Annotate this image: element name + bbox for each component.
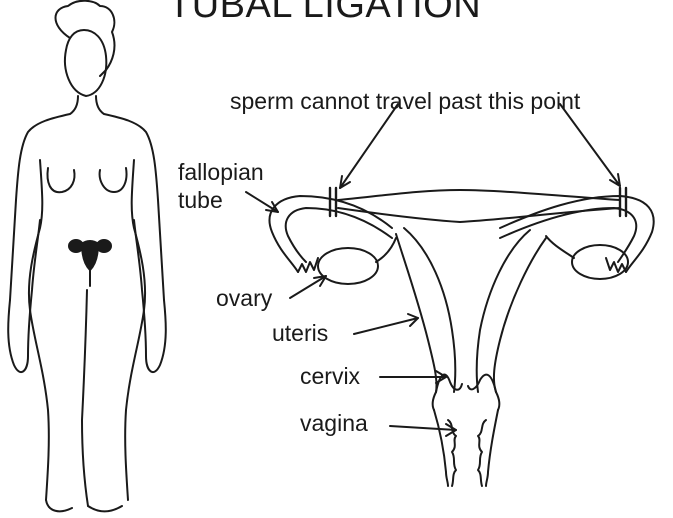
arrow-ovary (290, 276, 326, 298)
left-fimbriae (298, 258, 318, 272)
vagina-right-wall (486, 410, 498, 486)
uterus-outer-right (494, 238, 546, 392)
figure-leg-inner (82, 290, 88, 506)
cervix-lips (433, 392, 500, 410)
right-ovary-ligament (546, 236, 574, 258)
body-outline-figure (8, 1, 166, 512)
figure-neck-left (10, 96, 78, 300)
uterus-cavity (404, 228, 530, 392)
uterus-fundus (338, 190, 620, 200)
figure-torso-right (125, 160, 145, 500)
arrow-sperm-left (340, 104, 398, 188)
sperm-note-label: sperm cannot travel past this point (230, 88, 580, 115)
figure-breast-left (48, 168, 75, 192)
right-fimbriae (606, 258, 626, 272)
figure-ovary-left (69, 240, 83, 252)
figure-head (65, 30, 106, 96)
uterus-label: uteris (272, 320, 328, 347)
uterus-outer-left (396, 234, 437, 392)
cervix-label: cervix (300, 363, 360, 390)
left-ovary-ligament (376, 238, 396, 262)
figure-feet (46, 500, 122, 511)
right-fallopian-tube (500, 196, 654, 272)
arrow-fallopian-head (266, 202, 278, 212)
figure-ovary-right (97, 240, 111, 252)
figure-uterus-mini (82, 241, 98, 270)
figure-torso-left (29, 160, 49, 500)
arrow-uterus (354, 318, 418, 334)
figure-breast-right (100, 168, 127, 192)
ovary-label: ovary (216, 285, 272, 312)
figure-neck-right (96, 96, 164, 300)
vagina-left-wall (434, 410, 448, 486)
vagina-label: vagina (300, 410, 368, 437)
left-ligation-clip (330, 188, 336, 216)
right-ligation-clip (620, 188, 626, 216)
left-ovary (318, 248, 378, 284)
right-ovary (572, 245, 628, 279)
vagina-rugae-right (478, 420, 486, 486)
arrow-sperm-right (560, 104, 620, 186)
arrow-vagina (390, 426, 456, 430)
arrow-ovary-head (314, 276, 326, 286)
fallopian-tube-label: fallopian tube (178, 158, 264, 214)
